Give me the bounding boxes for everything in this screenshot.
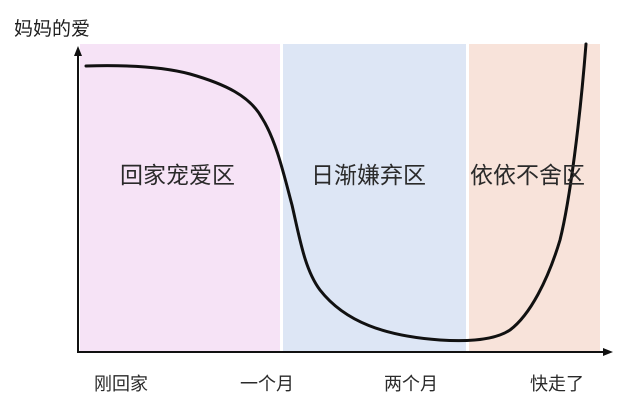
y-axis-title: 妈妈的爱 xyxy=(14,18,91,40)
x-tick-label: 刚回家 xyxy=(94,374,148,395)
x-tick-label: 一个月 xyxy=(240,374,294,395)
zone-label-blue: 日渐嫌弃区 xyxy=(311,163,426,189)
x-tick-label: 快走了 xyxy=(530,374,584,395)
y-axis-arrow-icon xyxy=(74,46,82,56)
zone-blue-background xyxy=(283,44,466,351)
zone-label-pink: 回家宠爱区 xyxy=(120,163,235,189)
zone-pink-background xyxy=(80,44,280,351)
love-curve xyxy=(84,42,588,343)
x-axis-arrow-icon xyxy=(603,348,613,356)
zone-peach-background xyxy=(469,44,600,351)
zone-label-peach: 依依不舍区 xyxy=(470,163,585,189)
x-tick-label: 两个月 xyxy=(384,374,438,395)
